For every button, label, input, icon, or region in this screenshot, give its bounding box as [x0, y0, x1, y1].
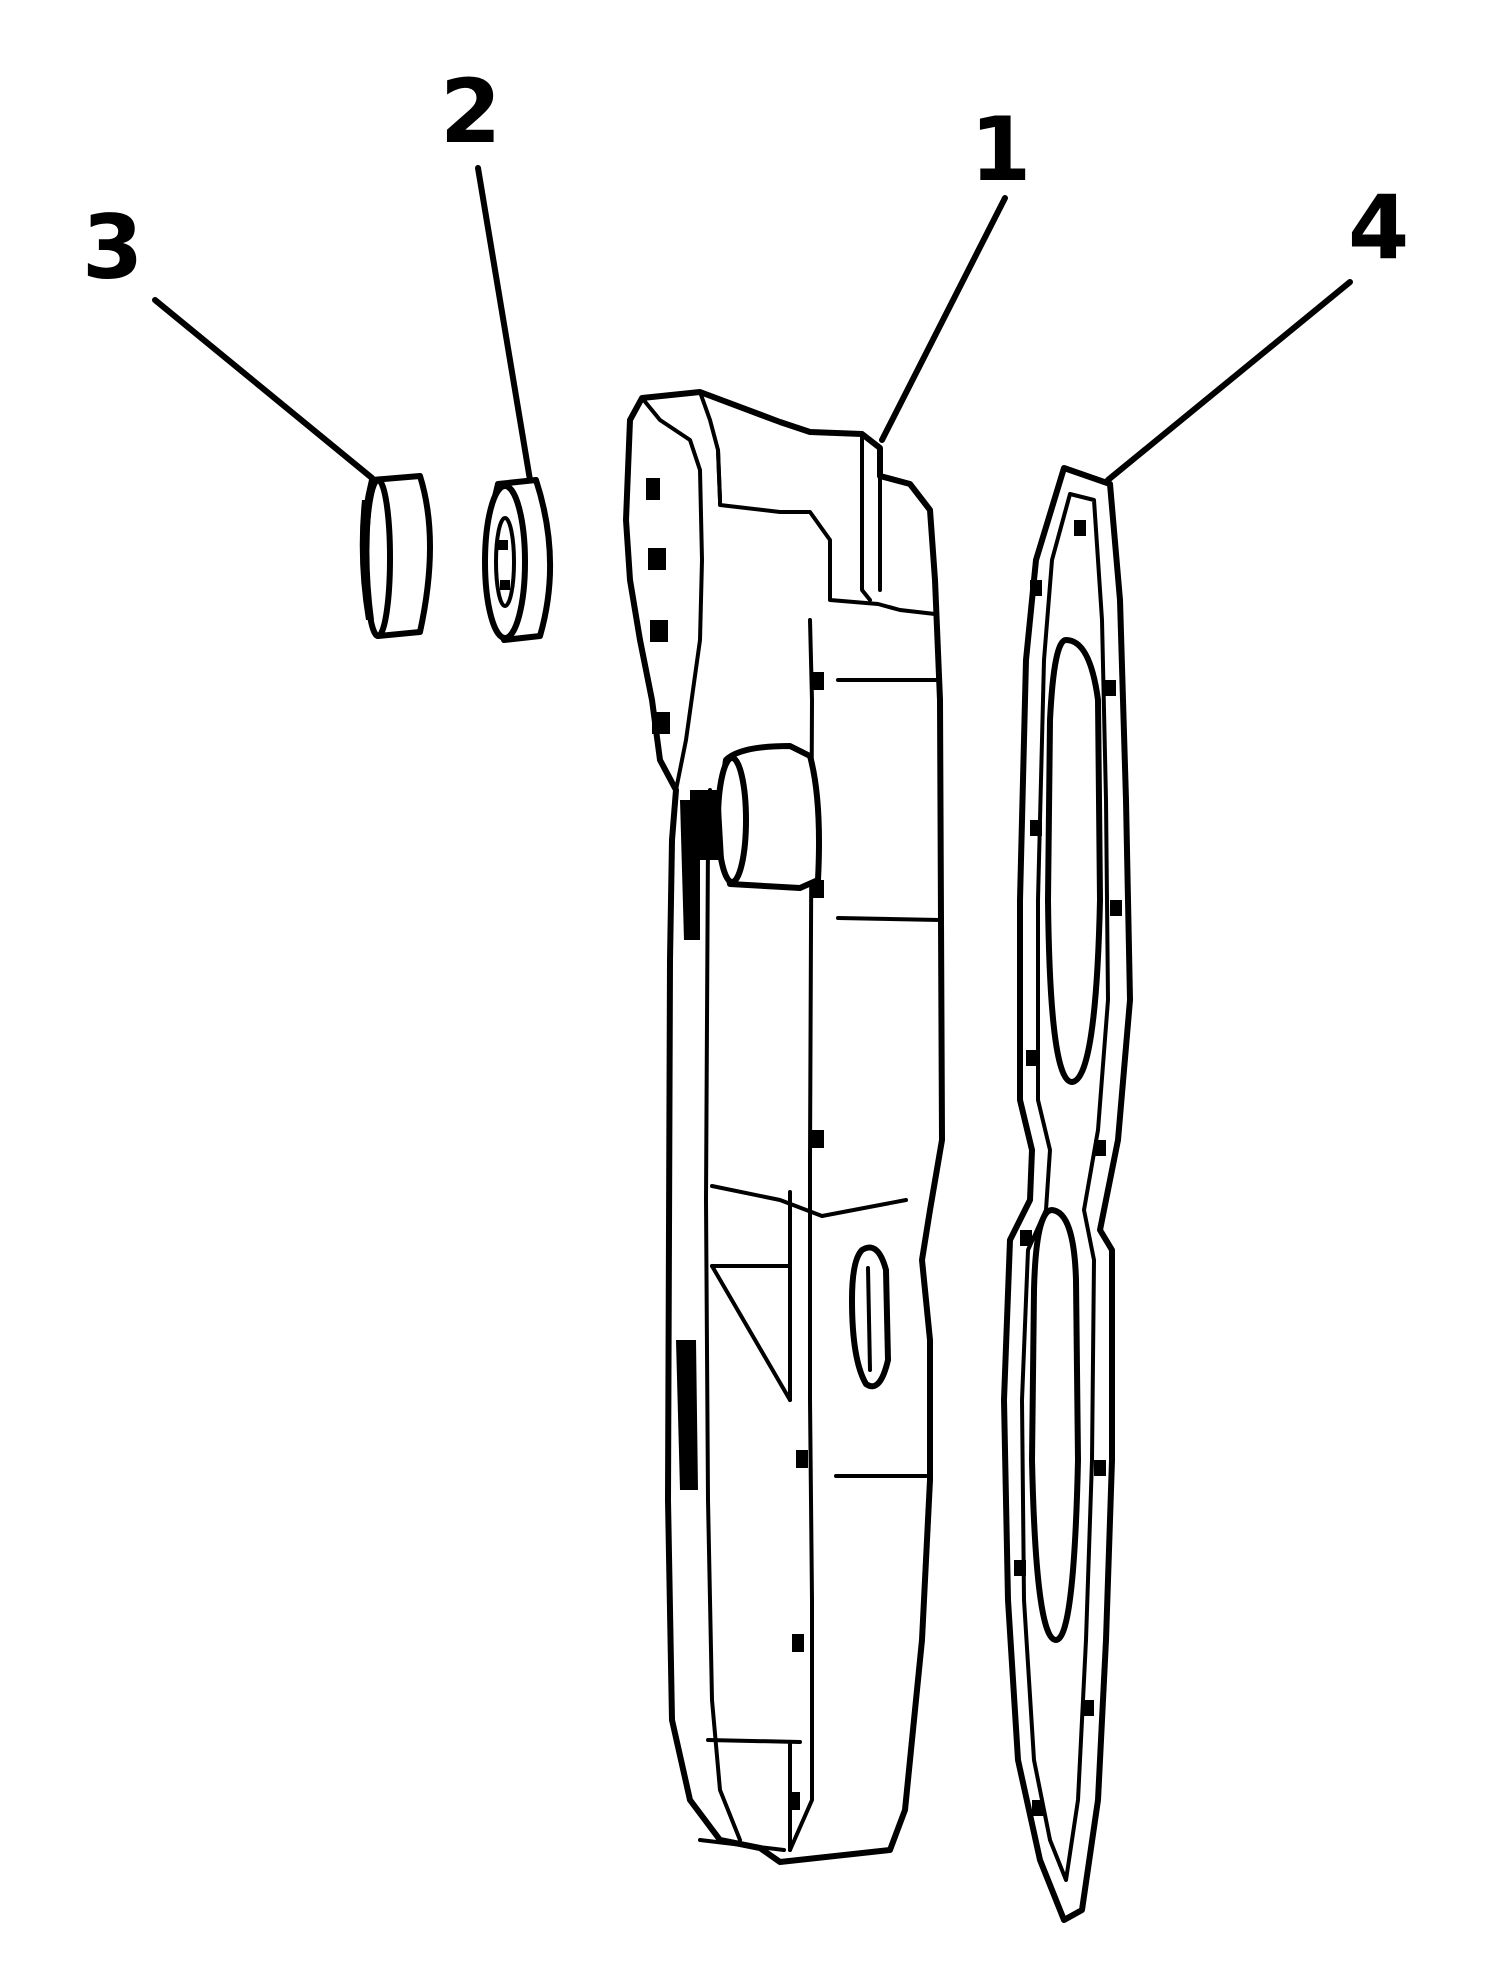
- part-1-housing: [623, 389, 945, 1865]
- part-3-plug: [359, 473, 433, 639]
- callout-label-2: 2: [440, 60, 501, 163]
- callout-label-3: 3: [82, 196, 143, 299]
- leader-line-3: [152, 297, 375, 481]
- leader-line-1: [879, 195, 1008, 443]
- part-2-seal: [482, 477, 554, 643]
- part-4-gasket: [1001, 465, 1133, 1923]
- callout-label-1: 1: [970, 98, 1031, 201]
- leader-line-2: [475, 165, 533, 483]
- callout-label-4: 4: [1348, 176, 1409, 279]
- leader-line-4: [1105, 279, 1353, 483]
